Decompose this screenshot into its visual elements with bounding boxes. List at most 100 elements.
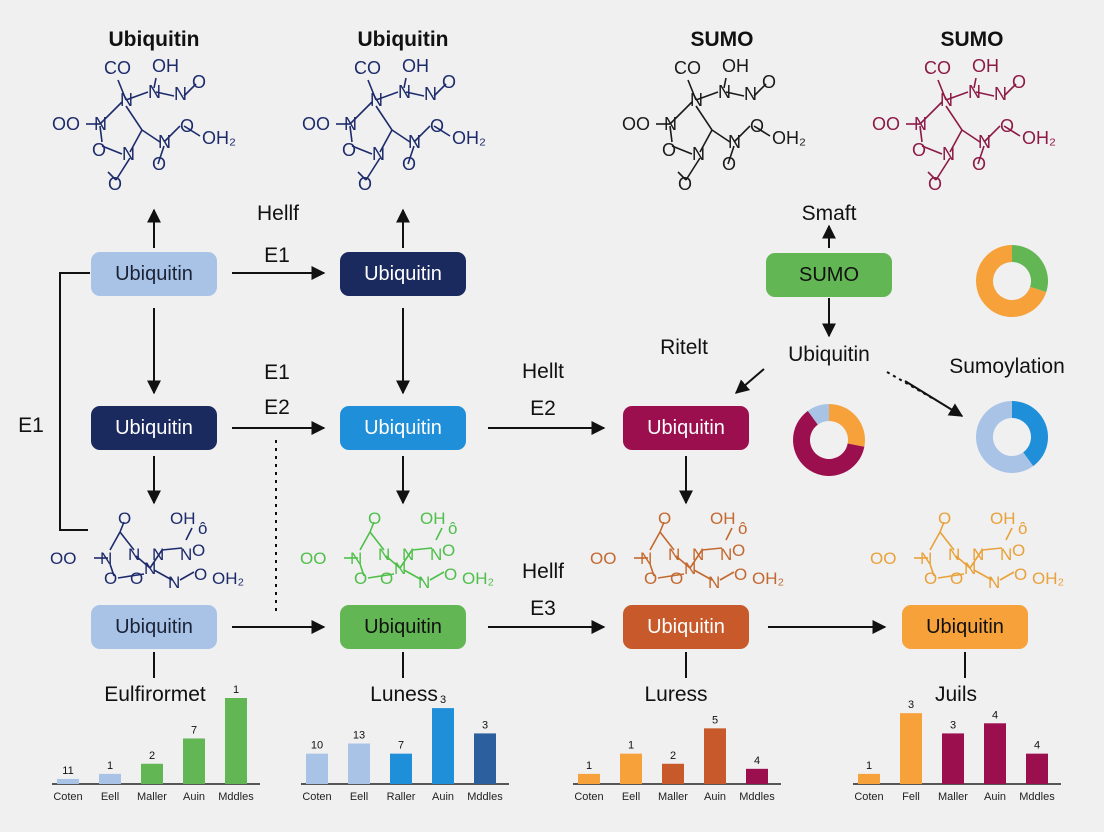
chart-3-tick-label-2: Maller xyxy=(938,791,968,803)
d1-slice-1 xyxy=(976,245,1047,317)
chart-3-data-label-4: 4 xyxy=(1034,740,1040,752)
label-hellf-bottom: Hellf xyxy=(521,560,565,583)
chart-2-data-label-3: 5 xyxy=(712,714,718,726)
chart-3-title: Juils xyxy=(935,683,977,706)
donut-chart-2 xyxy=(793,404,865,476)
label-e1-top: E1 xyxy=(264,244,290,267)
chart-3-tick-label-0: Coten xyxy=(854,791,883,803)
chart-0-bar-3 xyxy=(183,738,205,784)
chart-0-bar-0 xyxy=(57,778,79,784)
chart-0-bar-1 xyxy=(99,773,121,784)
chart-0-tick-label-2: Maller xyxy=(137,791,167,803)
chart-2-tick-label-3: Auin xyxy=(704,791,726,803)
chart-3-tick-label-4: Mddles xyxy=(1019,791,1055,803)
chart-1-bar-3 xyxy=(432,708,454,784)
box-ubiquitin-r3c2: Ubiquitin xyxy=(340,605,466,649)
d1-slice-0 xyxy=(1012,245,1048,293)
box-ubiquitin-r3c3: Ubiquitin xyxy=(623,605,749,649)
chart-0-data-label-0: 11 xyxy=(62,765,73,777)
chart-2-data-label-0: 1 xyxy=(586,760,592,772)
chart-3-data-label-0: 1 xyxy=(866,760,872,772)
chart-0-data-label-1: 1 xyxy=(107,760,113,772)
d3-slice-0 xyxy=(1012,401,1048,467)
label-e1-mid: E1 xyxy=(264,361,290,384)
chart-2-tick-label-1: Eell xyxy=(622,791,640,803)
d3-slice-1 xyxy=(976,401,1034,473)
d2-slice-1 xyxy=(793,410,865,476)
box-ubiquitin-r2c1: Ubiquitin xyxy=(91,406,217,450)
chart-3-data-label-1: 3 xyxy=(908,699,914,711)
box-sumo: SUMO xyxy=(766,253,892,297)
title-ubiquitin-2: Ubiquitin xyxy=(357,28,449,51)
label-hellf-top: Hellf xyxy=(256,202,300,225)
chart-0-data-label-3: 7 xyxy=(191,724,197,736)
chart-3-tick-label-3: Auin xyxy=(984,791,1006,803)
chart-2-tick-label-0: Coten xyxy=(574,791,603,803)
d2-slice-2 xyxy=(807,404,829,425)
chart-1-data-label-0: 10 xyxy=(311,740,323,752)
chart-1-tick-label-3: Auin xyxy=(432,791,454,803)
chart-2-bar-0 xyxy=(578,773,600,784)
chart-2-tick-label-4: Mddles xyxy=(739,791,775,803)
chart-2-bar-2 xyxy=(662,763,684,784)
chart-0-bar-4 xyxy=(225,698,247,784)
chart-1-data-label-4: 3 xyxy=(482,719,488,731)
chart-2-title: Luress xyxy=(644,683,707,706)
donut-chart-1 xyxy=(976,245,1048,317)
chart-2-data-label-1: 1 xyxy=(628,740,634,752)
chart-3-bar-0 xyxy=(858,773,880,784)
label-sumoylation: Sumoylation xyxy=(949,355,1065,378)
chart-3-data-label-3: 4 xyxy=(992,709,998,721)
chart-1-bar-0 xyxy=(306,753,328,784)
d2-slice-0 xyxy=(829,404,865,447)
box-ubiquitin-r3c1: Ubiquitin xyxy=(91,605,217,649)
chart-2-data-label-2: 2 xyxy=(670,750,676,762)
label-e3: E3 xyxy=(530,597,556,620)
chart-1-data-label-3: 3 xyxy=(440,694,446,706)
chart-1-tick-label-4: Mddles xyxy=(467,791,503,803)
chart-3-bar-1 xyxy=(900,713,922,784)
chart-2-bar-1 xyxy=(620,753,642,784)
chart-2-bar-3 xyxy=(704,728,726,784)
donut-chart-3 xyxy=(976,401,1048,473)
box-ubiquitin-r1c2: Ubiquitin xyxy=(340,252,466,296)
chart-1-bar-2 xyxy=(390,753,412,784)
box-ubiquitin-r1c1: Ubiquitin xyxy=(91,252,217,296)
box-ubiquitin-r3c4: Ubiquitin xyxy=(902,605,1028,649)
title-sumo-1: SUMO xyxy=(690,28,754,51)
arrow-diag-right xyxy=(904,380,964,417)
chart-2-data-label-4: 4 xyxy=(754,755,760,767)
box-ubiquitin-r2c2: Ubiquitin xyxy=(340,406,466,450)
chart-3-bar-4 xyxy=(1026,753,1048,784)
chart-1-tick-label-0: Coten xyxy=(302,791,331,803)
label-e2-right: E2 xyxy=(530,397,556,420)
chart-2-bar-4 xyxy=(746,768,768,784)
chart-0-data-label-2: 2 xyxy=(149,750,155,762)
chart-0-tick-label-3: Auin xyxy=(183,791,205,803)
chart-1-tick-label-2: Raller xyxy=(387,791,416,803)
chart-3-tick-label-1: Fell xyxy=(902,791,920,803)
label-e1-side: E1 xyxy=(18,414,44,437)
title-ubiquitin-1: Ubiquitin xyxy=(108,28,200,51)
chart-1-tick-label-1: Eell xyxy=(350,791,368,803)
title-sumo-2: SUMO xyxy=(940,28,1004,51)
label-smaft: Smaft xyxy=(801,202,857,225)
chart-0-bar-2 xyxy=(141,763,163,784)
box-ubiquitin-r2c3: Ubiquitin xyxy=(623,406,749,450)
label-e2-left: E2 xyxy=(264,396,290,419)
chart-1-data-label-2: 7 xyxy=(398,740,404,752)
chart-3-bar-3 xyxy=(984,723,1006,784)
chart-3-bar-2 xyxy=(942,733,964,784)
left-bracket xyxy=(59,272,90,531)
chart-0-tick-label-0: Coten xyxy=(53,791,82,803)
chart-1-data-label-1: 13 xyxy=(353,730,365,742)
arrow-diag-left xyxy=(734,368,765,394)
chart-1-bar-1 xyxy=(348,743,370,784)
chart-0-data-label-4: 1 xyxy=(233,684,239,696)
chart-2-tick-label-2: Maller xyxy=(658,791,688,803)
label-ubiquitin-free: Ubiquitin xyxy=(788,343,870,366)
